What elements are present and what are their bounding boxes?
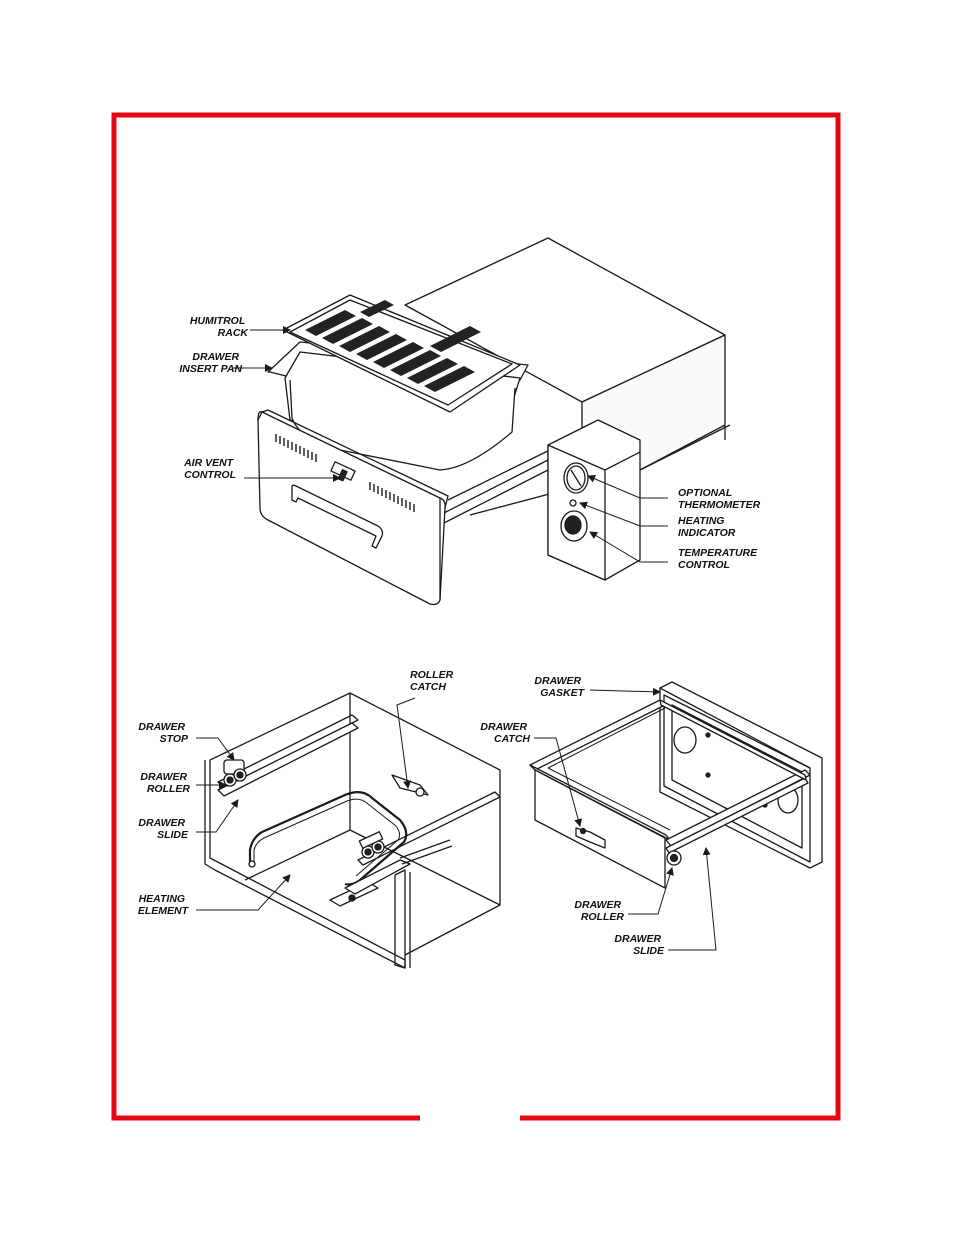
label-temperature-control: TEMPERATURE CONTROL bbox=[678, 547, 760, 571]
label-roller-catch: ROLLER CATCH bbox=[410, 669, 456, 693]
label-humitrol-rack: HUMITROL RACK bbox=[190, 315, 250, 339]
label-air-vent-control: AIR VENT CONTROL bbox=[183, 457, 236, 481]
label-drawer-slide-right: DRAWER SLIDE bbox=[614, 933, 665, 957]
red-frame bbox=[114, 115, 838, 1118]
label-heating-element: HEATING ELEMENT bbox=[138, 893, 190, 917]
label-drawer-slide-left: DRAWER SLIDE bbox=[138, 817, 189, 841]
label-optional-thermometer: OPTIONAL THERMOMETER bbox=[678, 487, 761, 511]
label-heating-indicator: HEATING INDICATOR bbox=[678, 515, 736, 539]
label-drawer-stop: DRAWER STOP bbox=[138, 721, 189, 745]
label-drawer-gasket: DRAWER GASKET bbox=[534, 675, 585, 699]
label-drawer-catch: DRAWER CATCH bbox=[480, 721, 530, 745]
label-drawer-roller-left: DRAWER ROLLER bbox=[140, 771, 190, 795]
warmer-drawing bbox=[258, 238, 730, 605]
label-drawer-insert-pan: DRAWER INSERT PAN bbox=[179, 351, 242, 375]
label-drawer-roller-right: DRAWER ROLLER bbox=[574, 899, 624, 923]
cabinet-interior-drawing bbox=[205, 693, 500, 968]
drawer-assembly-drawing bbox=[530, 682, 822, 888]
